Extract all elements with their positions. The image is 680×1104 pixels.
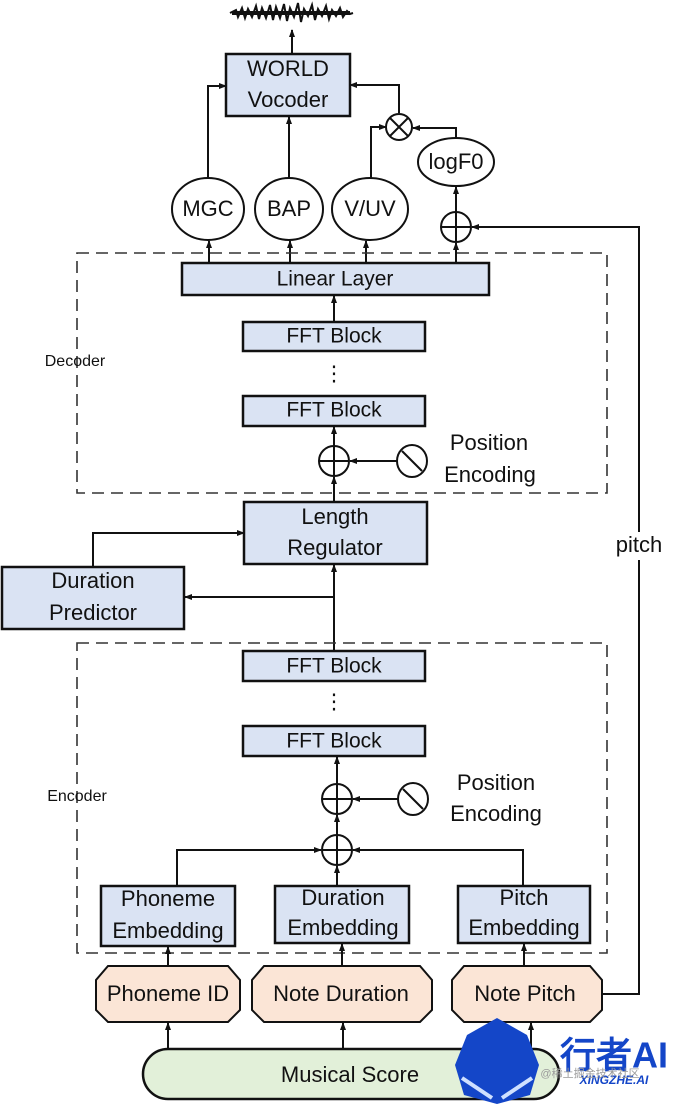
pitch-label-bg bbox=[606, 532, 672, 560]
mgc-label: MGC bbox=[182, 196, 233, 221]
watermark: 行者AI XINGZHE.AI @稀土掘金技术社区 bbox=[455, 1018, 668, 1104]
add-icon-embeddings bbox=[321, 834, 353, 866]
pitch-embedding-line2: Embedding bbox=[468, 915, 579, 940]
encoder-fft-block-top: FFT Block bbox=[241, 649, 427, 683]
bap-node: BAP bbox=[254, 177, 324, 241]
note-pitch-label: Note Pitch bbox=[474, 981, 576, 1006]
decoder-fft-bottom-label: FFT Block bbox=[286, 399, 382, 422]
sine-wave-icon-encoder bbox=[397, 782, 429, 816]
phoneme-embedding-line1: Phoneme bbox=[121, 886, 215, 911]
phoneme-embedding-block: Phoneme Embedding bbox=[99, 884, 237, 948]
arrow-mgc-to-vocoder bbox=[207, 83, 227, 178]
encoder-fft-block-bottom: FFT Block bbox=[241, 724, 427, 758]
decoder-posenc-line1: Position bbox=[450, 430, 528, 455]
encoder-posenc-line1: Position bbox=[457, 770, 535, 795]
logf0-node: logF0 bbox=[417, 137, 495, 187]
decoder-fft-block-bottom: FFT Block bbox=[241, 394, 427, 428]
encoder-posenc-line2: Encoding bbox=[450, 801, 542, 826]
multiply-icon bbox=[385, 113, 413, 141]
world-vocoder-block: WORLD Vocoder bbox=[224, 52, 352, 118]
arrow-multiply-to-vocoder bbox=[349, 82, 400, 113]
musical-score-label: Musical Score bbox=[281, 1062, 419, 1087]
logo-subtext: XINGZHE.AI bbox=[579, 1073, 649, 1087]
sine-wave-icon-decoder bbox=[396, 444, 428, 478]
arrow-logf0-to-multiply bbox=[412, 125, 457, 138]
decoder-posenc-line2: Encoding bbox=[444, 462, 536, 487]
note-duration-input: Note Duration bbox=[251, 965, 433, 1023]
encoder-fft-top-label: FFT Block bbox=[286, 655, 382, 678]
musical-score-input: Musical Score bbox=[141, 1047, 561, 1101]
add-icon-decoder bbox=[318, 445, 350, 477]
encoder-label: Encoder bbox=[47, 788, 107, 805]
phoneme-id-label: Phoneme ID bbox=[107, 981, 229, 1006]
logo-text: 行者AI bbox=[560, 1035, 668, 1076]
duration-predictor-block: Duration Predictor bbox=[0, 565, 186, 631]
add-icon-pitch bbox=[440, 211, 472, 243]
xingzhe-logo-icon bbox=[455, 1018, 539, 1104]
pitch-embedding-block: Pitch Embedding bbox=[456, 884, 592, 945]
phoneme-id-input: Phoneme ID bbox=[95, 965, 241, 1023]
vocoder-line1: WORLD bbox=[247, 56, 329, 81]
credit-text: @稀土掘金技术社区 bbox=[540, 1066, 639, 1080]
bap-label: BAP bbox=[267, 196, 311, 221]
decoder-label: Decoder bbox=[45, 353, 106, 370]
arrow-vuv-to-multiply bbox=[370, 124, 387, 178]
length-regulator-block: Length Regulator bbox=[242, 500, 429, 566]
pitch-bypass-line bbox=[471, 224, 640, 995]
note-pitch-input: Note Pitch bbox=[451, 965, 603, 1023]
vuv-node: V/UV bbox=[331, 177, 409, 241]
decoder-fft-block-top: FFT Block bbox=[241, 320, 427, 353]
duration-predictor-line1: Duration bbox=[51, 568, 134, 593]
duration-predictor-line2: Predictor bbox=[49, 600, 137, 625]
duration-embedding-line2: Embedding bbox=[287, 915, 398, 940]
waveform-icon bbox=[229, 1, 354, 23]
decoder-ellipsis: ⋮ bbox=[324, 363, 345, 386]
length-regulator-line1: Length bbox=[301, 504, 368, 529]
encoder-ellipsis: ⋮ bbox=[324, 691, 345, 714]
arrow-duration-predictor-to-lr bbox=[92, 530, 245, 567]
add-icon-encoder-position bbox=[321, 783, 353, 815]
pitch-embedding-line1: Pitch bbox=[500, 885, 549, 910]
note-duration-label: Note Duration bbox=[273, 981, 409, 1006]
phoneme-embedding-line2: Embedding bbox=[112, 918, 223, 943]
logf0-label: logF0 bbox=[428, 149, 483, 174]
pitch-label: pitch bbox=[616, 532, 662, 557]
linear-layer-block: Linear Layer bbox=[180, 261, 491, 297]
duration-embedding-block: Duration Embedding bbox=[273, 884, 411, 945]
vocoder-line2: Vocoder bbox=[248, 87, 329, 112]
decoder-fft-top-label: FFT Block bbox=[286, 325, 382, 348]
linear-layer-label: Linear Layer bbox=[277, 268, 394, 291]
arrow-phoneme-emb-to-add bbox=[176, 847, 322, 886]
arrow-pitch-emb-to-add bbox=[352, 847, 524, 886]
decoder-group bbox=[76, 252, 608, 494]
length-regulator-line2: Regulator bbox=[287, 535, 382, 560]
encoder-fft-bottom-label: FFT Block bbox=[286, 730, 382, 753]
vuv-label: V/UV bbox=[344, 196, 396, 221]
duration-embedding-line1: Duration bbox=[301, 885, 384, 910]
mgc-node: MGC bbox=[171, 177, 245, 241]
